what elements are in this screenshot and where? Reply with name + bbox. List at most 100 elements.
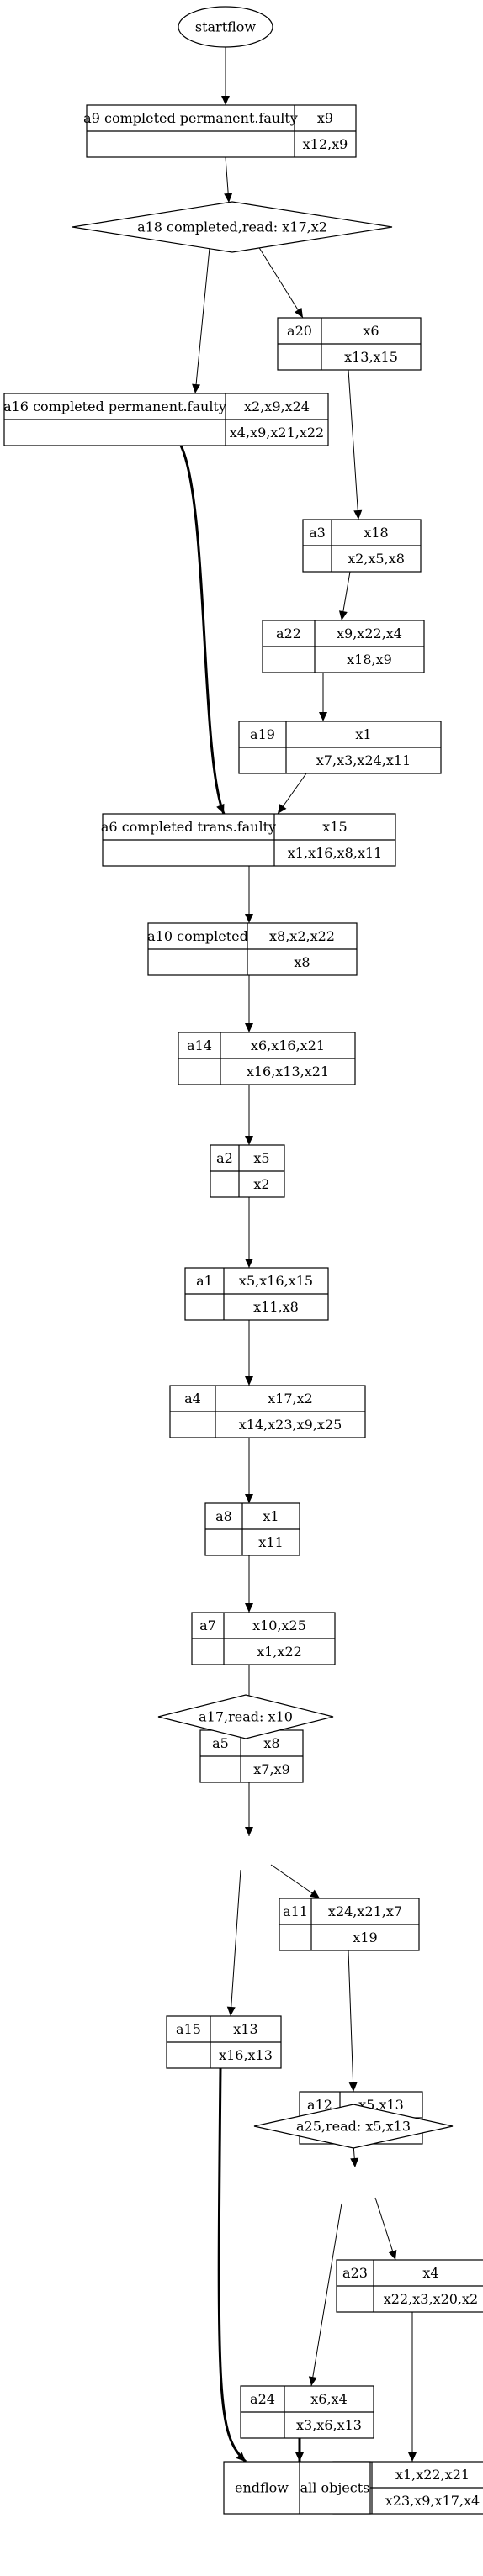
activity-name: a20 [287, 323, 312, 339]
decision-diamond [72, 201, 393, 253]
activity-top-vars: x10,x25 [252, 1618, 306, 1634]
edge-connector [374, 2197, 396, 2261]
activity-a23[interactable]: a23 x4 x22,x3,x20,x2 [336, 2259, 483, 2313]
activity-bottom-vars: x11 [258, 1534, 283, 1550]
activity-name: a5 [212, 1735, 229, 1751]
end-box [223, 2461, 371, 2515]
activity-top-vars: x2,x9,x24 [244, 399, 310, 414]
activity-top-vars: x9,x22,x4 [337, 626, 402, 641]
activity-bottom-vars: x8 [294, 954, 310, 970]
activity-name: a11 [283, 1903, 308, 1919]
activity-name: a24 [250, 2391, 275, 2407]
activity-name: a15 [176, 2021, 201, 2037]
edge-arrowhead [236, 2452, 246, 2462]
activity-bottom-vars: x19 [353, 1929, 377, 1945]
edge-arrowhead [245, 1603, 253, 1613]
edge-arrowhead [338, 610, 348, 620]
activity-top-vars: x6,x4 [310, 2391, 348, 2407]
activity-name: a3 [309, 525, 326, 541]
activity-top-vars: x9 [317, 110, 333, 126]
activity-bottom-vars: x7,x3,x24,x11 [316, 752, 411, 768]
edge-arrowhead [245, 1494, 253, 1503]
decision-label: a17,read: x10 [199, 1709, 293, 1725]
activity-a20[interactable]: a20 x6 x13,x15 [277, 317, 422, 371]
decision-diamond [157, 1694, 334, 1739]
activity-top-vars: x6 [363, 323, 379, 339]
activity-top-vars: x5 [253, 1150, 269, 1166]
edge-arrowhead [221, 96, 230, 105]
decision-diamond [253, 2104, 454, 2149]
activity-a4[interactable]: a4 x17,x2 x14,x23,x9,x25 [169, 1385, 366, 1438]
activity-name: a4 [184, 1391, 201, 1407]
edge-arrowhead [308, 2376, 317, 2386]
activity-name: a12 [307, 2097, 332, 2113]
activity-bottom-vars: x16,x13,x21 [247, 1064, 329, 1079]
edge-arrowhead [353, 509, 363, 520]
activity-bottom-vars: x22,x3,x20,x2 [384, 2291, 478, 2307]
activity-bottom-vars: x11,x8 [253, 1299, 299, 1315]
activity-bottom-vars: x13,x15 [344, 349, 398, 365]
edge-arrowhead [388, 2249, 397, 2260]
activity-top-vars: x15 [322, 819, 347, 835]
edge-connector [194, 239, 211, 394]
activity-name: a22 [276, 626, 301, 641]
start-node[interactable]: startflow [178, 6, 273, 48]
edge-arrowhead [216, 803, 225, 814]
decision-a25[interactable]: a25,read: x5,x13 [253, 2104, 454, 2149]
edge-arrowhead [192, 383, 201, 393]
activity-name: a10 completed [147, 928, 248, 944]
activity-bottom-vars: x7,x9 [253, 1761, 290, 1777]
decision-a17[interactable]: a17,read: x10 [157, 1694, 334, 1739]
edge-connector [270, 1864, 321, 1899]
activity-top-vars: x17,x2 [268, 1391, 313, 1407]
edge-arrowhead [294, 308, 303, 318]
activity-top-vars: x13 [233, 2021, 257, 2037]
edge-arrowhead [245, 1023, 253, 1032]
edge-arrowhead [408, 2452, 417, 2462]
edge-connector [348, 1950, 354, 2093]
end-right-label: all objects [300, 2480, 370, 2496]
edge-arrowhead [319, 712, 327, 721]
edge-arrowhead [245, 1376, 253, 1386]
activity-bottom-vars: x23,x9,x17,x4 [385, 2493, 480, 2509]
edge-arrowhead [245, 914, 253, 923]
activity-name: a2 [216, 1150, 233, 1166]
activity-bottom-vars: x16,x13 [219, 2047, 273, 2063]
activity-bottom-vars: x14,x23,x9,x25 [239, 1417, 342, 1433]
edge-arrowhead [350, 2157, 359, 2167]
activity-name: a6 completed trans.faulty [101, 819, 276, 835]
edge-connector [253, 239, 304, 319]
edge-connector [230, 1869, 242, 2017]
edge-connector [348, 369, 359, 520]
activity-name: a23 [342, 2265, 368, 2281]
edge-arrowhead [295, 2452, 304, 2462]
activity-a15[interactable]: a15 x13 x16,x13 [166, 2015, 282, 2069]
decision-a18[interactable]: a18 completed,read: x17,x2 [72, 201, 393, 253]
edge-arrowhead [348, 2082, 358, 2092]
activity-a6[interactable]: a6 completed trans.faulty x15 x1,x16,x8,x1… [101, 813, 396, 867]
start-label: startflow [195, 19, 257, 35]
activity-bottom-vars: x2,x5,x8 [348, 551, 405, 567]
edge-arrowhead [224, 193, 233, 203]
activity-bottom-vars: x1,x16,x8,x11 [288, 845, 382, 861]
edges-layer [179, 47, 417, 2515]
activity-top-vars: x4 [422, 2265, 438, 2281]
activity-name: a16 completed permanent.faulty [3, 399, 226, 414]
